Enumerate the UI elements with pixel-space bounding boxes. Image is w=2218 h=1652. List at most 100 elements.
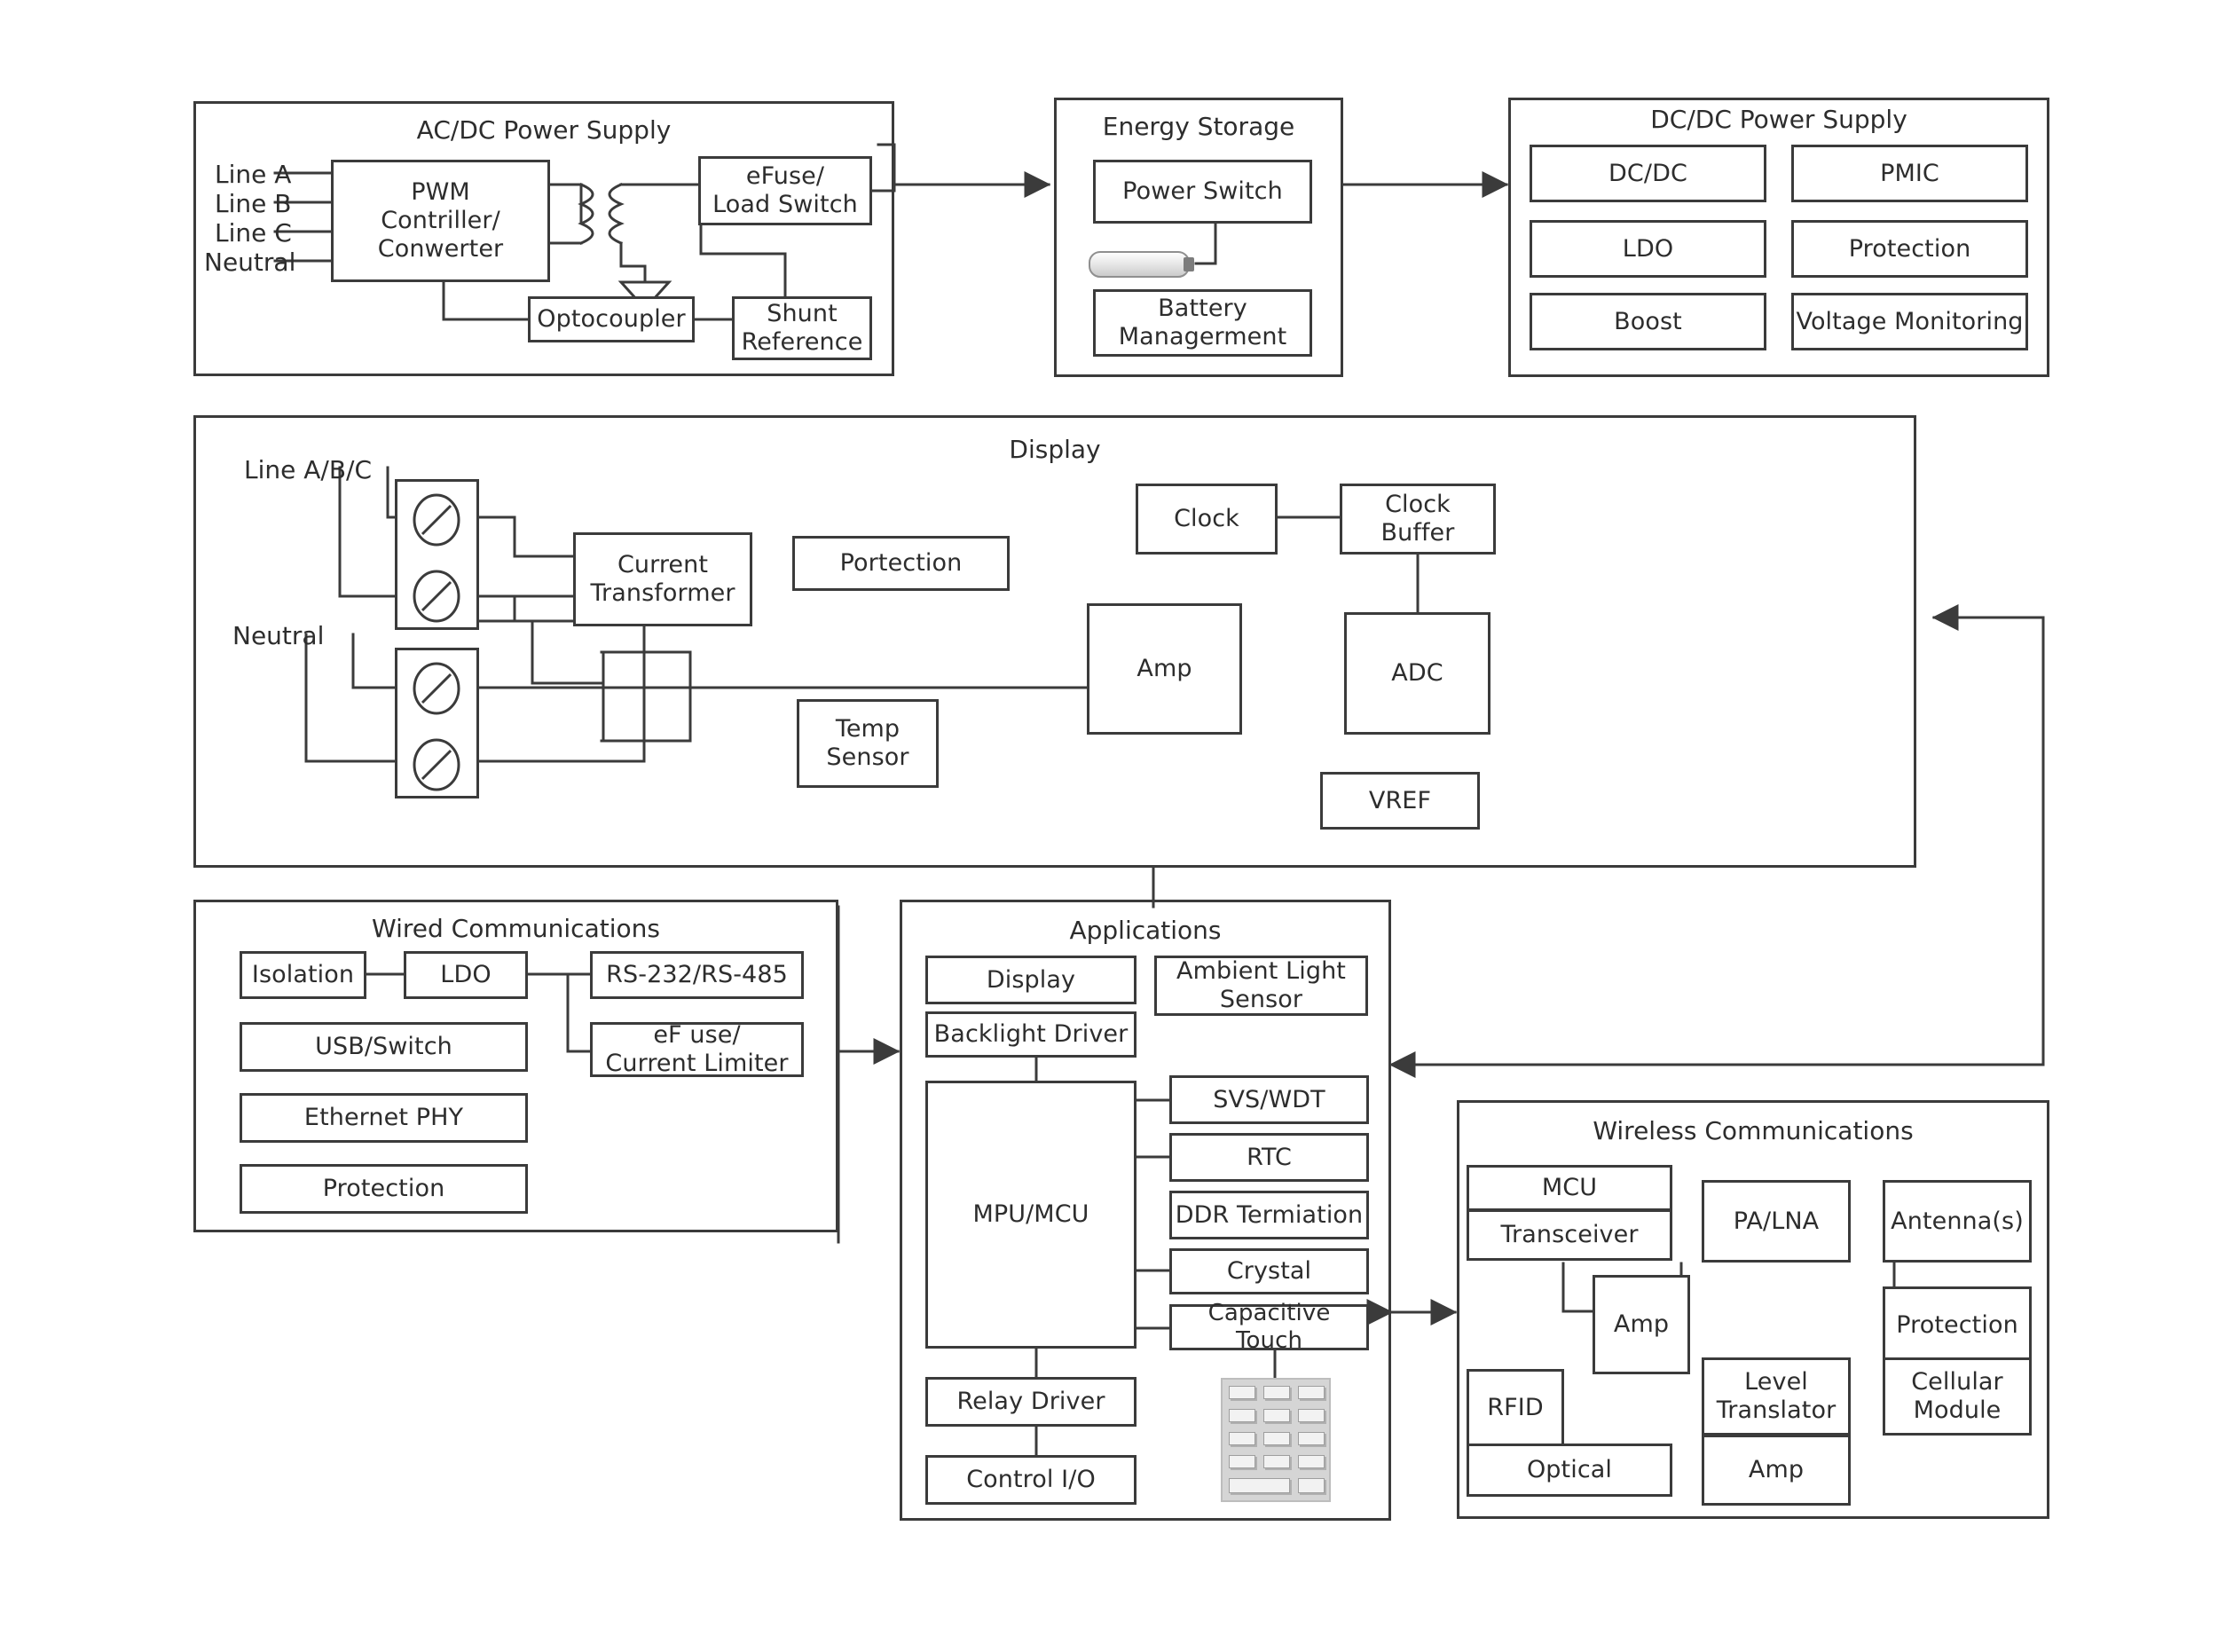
block-transceiver[interactable]: Transceiver xyxy=(1467,1209,1672,1261)
pwm-line-2: Contriller/ xyxy=(381,207,500,235)
block-pwm-controller[interactable]: PWM Contriller/ Conwerter xyxy=(331,160,550,282)
energy-storage-title: Energy Storage xyxy=(1102,112,1295,141)
block-optocoupler[interactable]: Optocoupler xyxy=(528,296,695,342)
keypad-key-wide[interactable] xyxy=(1229,1478,1290,1493)
block-battery-management[interactable]: Battery Managerment xyxy=(1093,289,1312,357)
block-vref[interactable]: VREF xyxy=(1320,772,1480,830)
label-neutral-acdc: Neutral xyxy=(204,248,296,277)
keypad-key[interactable] xyxy=(1298,1432,1325,1445)
keypad-key[interactable] xyxy=(1229,1409,1255,1422)
block-rtc[interactable]: RTC xyxy=(1169,1133,1369,1182)
keypad-key[interactable] xyxy=(1263,1386,1290,1399)
block-amp-wireless-1[interactable]: Amp xyxy=(1593,1275,1690,1374)
efuse-line-1: eFuse/ xyxy=(745,162,825,191)
group-applications xyxy=(900,900,1391,1521)
block-amp-wireless-2[interactable]: Amp xyxy=(1702,1435,1851,1506)
wired-efuse-line-2: Current Limiter xyxy=(605,1050,789,1077)
block-ambient-light-sensor[interactable]: Ambient Light Sensor xyxy=(1154,956,1368,1016)
block-ddr-termination[interactable]: DDR Termiation xyxy=(1169,1191,1369,1239)
keypad-key[interactable] xyxy=(1298,1386,1325,1399)
block-isolation[interactable]: Isolation xyxy=(240,951,366,999)
acdc-title: AC/DC Power Supply xyxy=(416,115,672,145)
block-protection-wired[interactable]: Protection xyxy=(240,1164,528,1214)
block-mpu-mcu[interactable]: MPU/MCU xyxy=(925,1081,1137,1349)
keypad-key[interactable] xyxy=(1298,1409,1325,1422)
group-wireless-communications xyxy=(1457,1100,2049,1519)
block-cellular-module[interactable]: Cellular Module xyxy=(1883,1357,2032,1436)
block-boost[interactable]: Boost xyxy=(1530,293,1766,350)
block-rs232-rs485[interactable]: RS-232/RS-485 xyxy=(590,951,804,999)
temp-line-1: Temp xyxy=(835,715,901,743)
label-line-c: Line C xyxy=(215,218,292,248)
ct-line-1: Current xyxy=(617,551,709,579)
group-wired-communications xyxy=(193,900,838,1232)
group-acdc-power-supply xyxy=(193,101,894,376)
keypad-icon[interactable] xyxy=(1221,1378,1331,1502)
block-capacitive-touch[interactable]: Capacitive Touch xyxy=(1169,1300,1369,1354)
block-power-switch[interactable]: Power Switch xyxy=(1093,160,1312,224)
ambient-line-1: Ambient Light xyxy=(1176,957,1346,986)
keypad-key[interactable] xyxy=(1298,1455,1325,1468)
block-ldo-wired[interactable]: LDO xyxy=(404,951,528,999)
keypad-key[interactable] xyxy=(1229,1386,1255,1399)
block-clock[interactable]: Clock xyxy=(1136,484,1278,555)
battery-line-2: Managerment xyxy=(1118,323,1287,350)
block-svs-wdt[interactable]: SVS/WDT xyxy=(1169,1075,1369,1124)
block-adc[interactable]: ADC xyxy=(1344,612,1490,735)
pwm-line-1: PWM xyxy=(411,178,470,207)
block-rfid[interactable]: RFID xyxy=(1467,1369,1564,1447)
group-energy-storage xyxy=(1054,98,1343,377)
block-protection-dcdc[interactable]: Protection xyxy=(1791,220,2028,278)
temp-line-2: Sensor xyxy=(826,743,909,771)
keypad-key[interactable] xyxy=(1229,1432,1255,1445)
block-usb-switch[interactable]: USB/Switch xyxy=(240,1022,528,1072)
block-relay-driver[interactable]: Relay Driver xyxy=(925,1377,1137,1427)
group-dcdc-power-supply xyxy=(1508,98,2049,377)
block-shunt-reference[interactable]: Shunt Reference xyxy=(732,296,872,360)
block-portection[interactable]: Portection xyxy=(792,536,1010,591)
dcdc-title: DC/DC Power Supply xyxy=(1650,105,1907,134)
block-efuse-load-switch[interactable]: eFuse/ Load Switch xyxy=(698,156,872,225)
keypad-key[interactable] xyxy=(1263,1455,1290,1468)
efuse-line-2: Load Switch xyxy=(712,191,858,218)
block-amp-display[interactable]: Amp xyxy=(1087,603,1242,735)
block-optical[interactable]: Optical xyxy=(1467,1444,1672,1497)
block-temp-sensor[interactable]: Temp Sensor xyxy=(797,699,939,788)
shunt-line-2: Reference xyxy=(741,328,863,356)
applications-title: Applications xyxy=(1069,916,1222,945)
block-display-app[interactable]: Display xyxy=(925,956,1137,1004)
block-current-transformer[interactable]: Current Transformer xyxy=(573,532,752,626)
block-pmic[interactable]: PMIC xyxy=(1791,145,2028,202)
screw-terminal-icon-bottom xyxy=(395,648,479,798)
block-pa-lna[interactable]: PA/LNA xyxy=(1702,1180,1851,1263)
wired-efuse-line-1: eF use/ xyxy=(653,1021,741,1050)
label-line-b: Line B xyxy=(215,189,292,218)
group-display xyxy=(193,415,1916,868)
block-clock-buffer[interactable]: Clock Buffer xyxy=(1340,484,1496,555)
wired-title: Wired Communications xyxy=(372,914,660,943)
label-neutral-display: Neutral xyxy=(232,621,325,650)
block-control-io[interactable]: Control I/O xyxy=(925,1455,1137,1505)
keypad-key[interactable] xyxy=(1263,1409,1290,1422)
block-antenna[interactable]: Antenna(s) xyxy=(1883,1180,2032,1263)
clock-buffer-line-1: Clock xyxy=(1385,491,1451,519)
block-ethernet-phy[interactable]: Ethernet PHY xyxy=(240,1093,528,1143)
block-crystal[interactable]: Crystal xyxy=(1169,1248,1369,1294)
block-dcdc[interactable]: DC/DC xyxy=(1530,145,1766,202)
cellular-line-2: Module xyxy=(1913,1396,2002,1424)
cellular-line-1: Cellular xyxy=(1911,1368,2003,1396)
block-voltage-monitoring[interactable]: Voltage Monitoring xyxy=(1791,293,2028,350)
level-line-2: Translator xyxy=(1716,1396,1837,1424)
block-mcu-wireless[interactable]: MCU xyxy=(1467,1165,1672,1211)
block-ldo-dcdc[interactable]: LDO xyxy=(1530,220,1766,278)
label-line-abc: Line A/B/C xyxy=(244,455,373,484)
block-efuse-current-limiter[interactable]: eF use/ Current Limiter xyxy=(590,1021,804,1077)
keypad-key[interactable] xyxy=(1263,1432,1290,1445)
keypad-key[interactable] xyxy=(1229,1455,1255,1468)
block-backlight-driver[interactable]: Backlight Driver xyxy=(925,1011,1137,1058)
pwm-line-3: Conwerter xyxy=(377,234,504,263)
keypad-key-enter[interactable] xyxy=(1298,1478,1325,1493)
block-level-translator[interactable]: Level Translator xyxy=(1702,1357,1851,1436)
block-protection-wireless[interactable]: Protection xyxy=(1883,1286,2032,1365)
